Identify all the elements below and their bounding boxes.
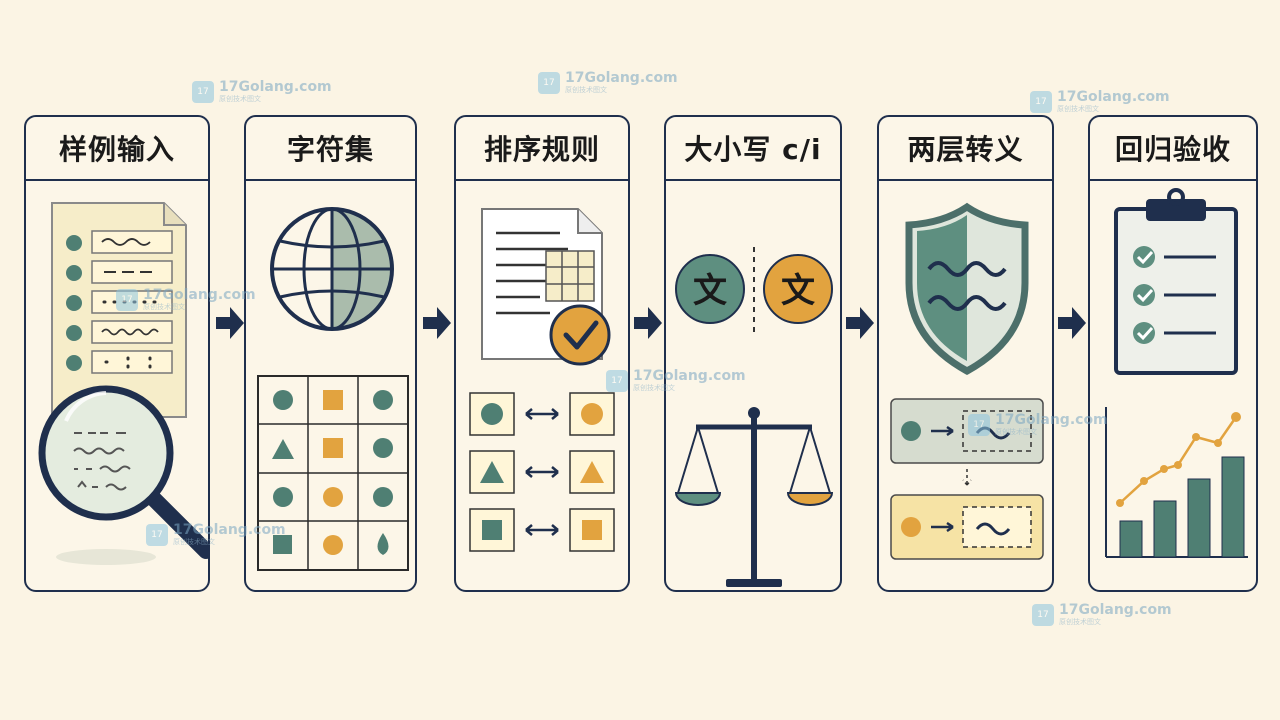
- balance-scale-icon: [674, 407, 834, 587]
- watermark-logo-icon: 17: [192, 80, 214, 103]
- trend-chart-icon: [1105, 407, 1248, 558]
- panel-title: 回归验收: [1090, 117, 1256, 181]
- sample-input-illustration: [38, 202, 208, 565]
- flow-arrow-icon: [634, 307, 662, 339]
- escape-layers: [890, 398, 1044, 560]
- magnifier-icon: [38, 385, 208, 565]
- flow-arrow-icon: [216, 307, 244, 339]
- flow-arrow-icon: [1058, 307, 1086, 339]
- case-illustration: 文 文: [674, 247, 834, 587]
- mapping-pairs: [469, 392, 615, 552]
- panel-sample-input: 样例输入: [24, 115, 210, 592]
- symbol-grid: [257, 375, 409, 571]
- watermark-logo-icon: 17: [538, 71, 560, 94]
- panel-title: 排序规则: [456, 117, 628, 181]
- regression-illustration: [1105, 188, 1248, 558]
- case-glyph-right: 文: [781, 271, 815, 311]
- document-icon: [51, 202, 187, 418]
- panel-title: 两层转义: [879, 117, 1052, 181]
- case-glyph-left: 文: [693, 271, 727, 311]
- panel-collation: 排序规则: [454, 115, 630, 592]
- flow-arrow-icon: [846, 307, 874, 339]
- escape-illustration: [890, 202, 1044, 560]
- charset-illustration: [257, 207, 409, 571]
- panel-title: 字符集: [246, 117, 415, 181]
- panel-charset: 字符集: [244, 115, 417, 592]
- panel-title: 样例输入: [26, 117, 208, 181]
- globe-icon: [270, 207, 394, 331]
- watermark-logo-icon: 17: [1030, 90, 1052, 113]
- watermark-logo-icon: 17: [1032, 603, 1054, 626]
- panel-title: 大小写 c/i: [666, 117, 840, 181]
- checklist-clipboard-icon: [1114, 188, 1238, 375]
- sorted-document-icon: [481, 208, 611, 366]
- collation-illustration: [469, 208, 615, 552]
- flow-arrow-icon: [423, 307, 451, 339]
- panel-double-escape: 两层转义: [877, 115, 1054, 592]
- shield-icon: [905, 202, 1029, 375]
- case-glyph-icons: 文 文: [675, 247, 833, 337]
- panel-regression-check: 回归验收: [1088, 115, 1258, 592]
- panel-case-sensitivity: 大小写 c/i 文 文: [664, 115, 842, 592]
